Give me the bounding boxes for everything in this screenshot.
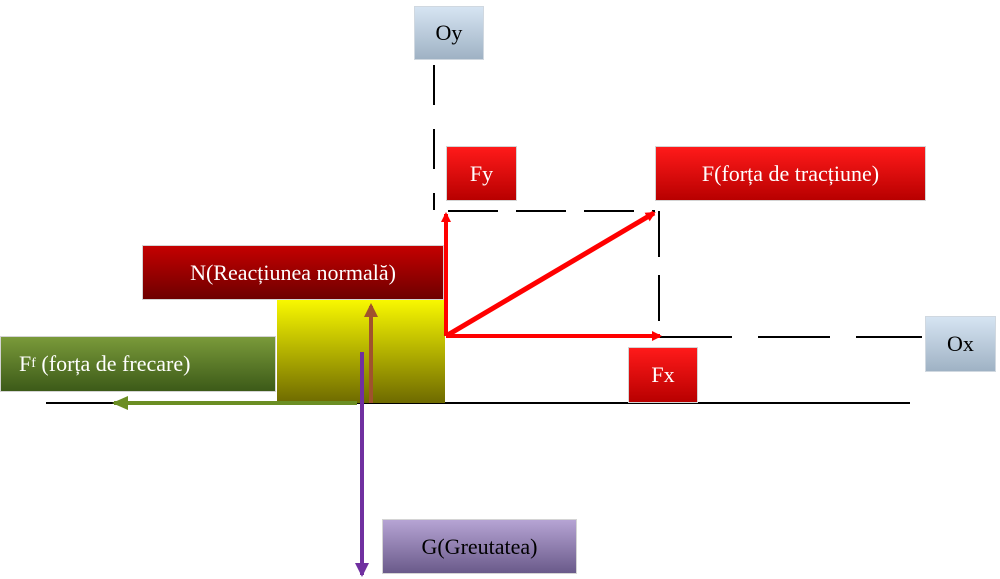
normal-reaction-label: N(Reacțiunea normală) bbox=[142, 245, 444, 300]
traction-force-label-text: F(forța de tracțiune) bbox=[701, 160, 880, 186]
traction-force-arrow bbox=[444, 210, 656, 339]
fx-label-text: Fx bbox=[651, 362, 675, 387]
normal-reaction-label-text: N(Reacțiunea normală) bbox=[190, 259, 396, 285]
friction-label-subscript: f bbox=[31, 356, 36, 371]
traction-force-label: F(forța de tracțiune) bbox=[655, 146, 926, 201]
ox-label-text: Ox bbox=[947, 331, 974, 356]
oy-label-text: Oy bbox=[435, 20, 463, 45]
friction-label-rest: (forța de frecare) bbox=[35, 351, 191, 376]
fy-label-text: Fy bbox=[469, 160, 494, 186]
friction-label-main: F bbox=[19, 351, 32, 376]
fy-label: Fy bbox=[446, 146, 517, 201]
weight-label-text: G(Greutatea) bbox=[421, 533, 538, 559]
fx-label: Fx bbox=[628, 347, 698, 403]
ox-label: Ox bbox=[925, 316, 996, 372]
oy-label: Oy bbox=[414, 6, 484, 60]
weight-label: G(Greutatea) bbox=[382, 519, 577, 574]
